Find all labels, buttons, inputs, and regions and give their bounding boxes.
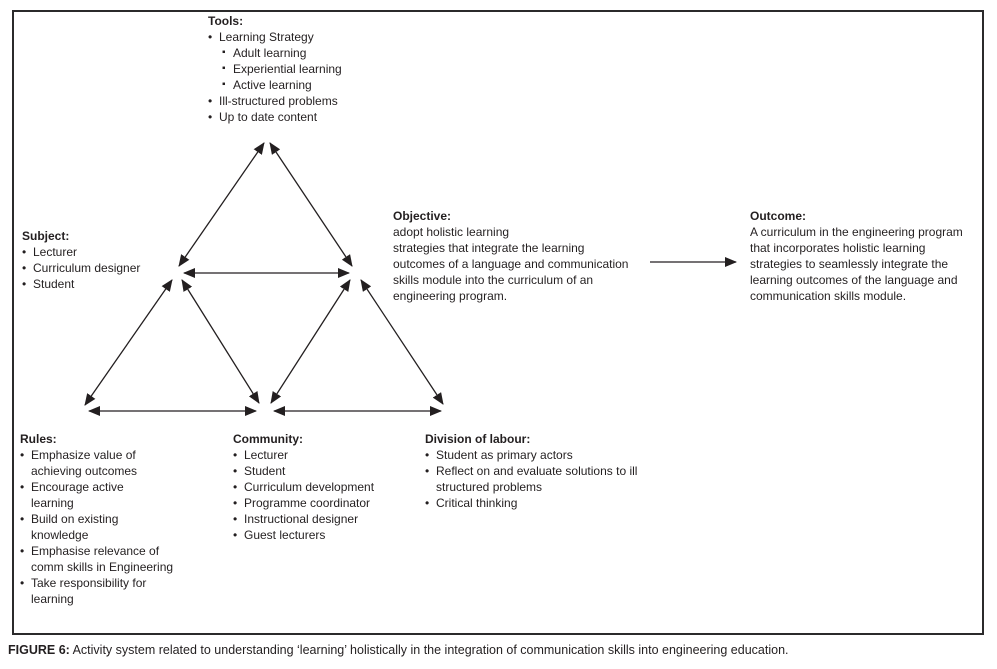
list-item: Encourage active learning — [20, 479, 210, 511]
list-item: Emphasize value of achieving outcomes — [20, 447, 210, 479]
list-item: Student as primary actors — [425, 447, 675, 463]
tools-list: Learning StrategyAdult learningExperient… — [208, 29, 428, 125]
list-item: Curriculum designer — [22, 260, 197, 276]
rules-title: Rules: — [20, 432, 57, 446]
rules-list: Emphasize value of achieving outcomesEnc… — [20, 447, 210, 607]
list-item: Active learning — [222, 77, 428, 93]
list-item: Reflect on and evaluate solutions to ill… — [425, 463, 675, 495]
objective-node: Objective: adopt holistic learning strat… — [393, 208, 655, 304]
list-item: Curriculum development — [233, 479, 423, 495]
edge-subject-rules — [84, 279, 173, 406]
list-item: Experiential learning — [222, 61, 428, 77]
figure-caption-label: FIGURE 6: — [8, 643, 70, 657]
figure-caption: FIGURE 6: Activity system related to und… — [8, 642, 993, 659]
list-item: Critical thinking — [425, 495, 675, 511]
community-title: Community: — [233, 432, 303, 446]
list-item: Student — [22, 276, 197, 292]
division-node: Division of labour: Student as primary a… — [425, 431, 675, 511]
division-title: Division of labour: — [425, 432, 531, 446]
edge-objective-community — [270, 279, 351, 404]
list-item: Build on existing knowledge — [20, 511, 210, 543]
list-item: Adult learning — [222, 45, 428, 61]
outcome-title: Outcome: — [750, 209, 807, 223]
objective-title: Objective: — [393, 209, 452, 223]
subject-list: LecturerCurriculum designerStudent — [22, 244, 197, 292]
tools-node: Tools: Learning StrategyAdult learningEx… — [208, 13, 428, 125]
objective-body: adopt holistic learning strategies that … — [393, 225, 629, 303]
outcome-body: A curriculum in the engineering program … — [750, 225, 963, 303]
outcome-node: Outcome: A curriculum in the engineering… — [750, 208, 992, 304]
tools-title: Tools: — [208, 14, 244, 28]
figure-caption-text: Activity system related to understanding… — [69, 643, 789, 657]
list-item: Learning Strategy — [208, 29, 428, 45]
edge-objective-division — [360, 279, 444, 405]
list-item: Ill-structured problems — [208, 93, 428, 109]
subject-title: Subject: — [22, 229, 70, 243]
list-item: Instructional designer — [233, 511, 423, 527]
list-item: Guest lecturers — [233, 527, 423, 543]
list-item: Up to date content — [208, 109, 428, 125]
community-node: Community: LecturerStudentCurriculum dev… — [233, 431, 423, 543]
list-item: Emphasise relevance of comm skills in En… — [20, 543, 210, 575]
list-item: Student — [233, 463, 423, 479]
edge-tools-objective — [269, 142, 353, 267]
list-item: Take responsibility for learning — [20, 575, 210, 607]
community-list: LecturerStudentCurriculum developmentPro… — [233, 447, 423, 543]
rules-node: Rules: Emphasize value of achieving outc… — [20, 431, 210, 607]
division-list: Student as primary actorsReflect on and … — [425, 447, 675, 511]
edge-subject-community — [181, 279, 260, 404]
list-item: Programme coordinator — [233, 495, 423, 511]
subject-node: Subject: LecturerCurriculum designerStud… — [22, 228, 197, 292]
list-item: Lecturer — [233, 447, 423, 463]
list-item: Lecturer — [22, 244, 197, 260]
